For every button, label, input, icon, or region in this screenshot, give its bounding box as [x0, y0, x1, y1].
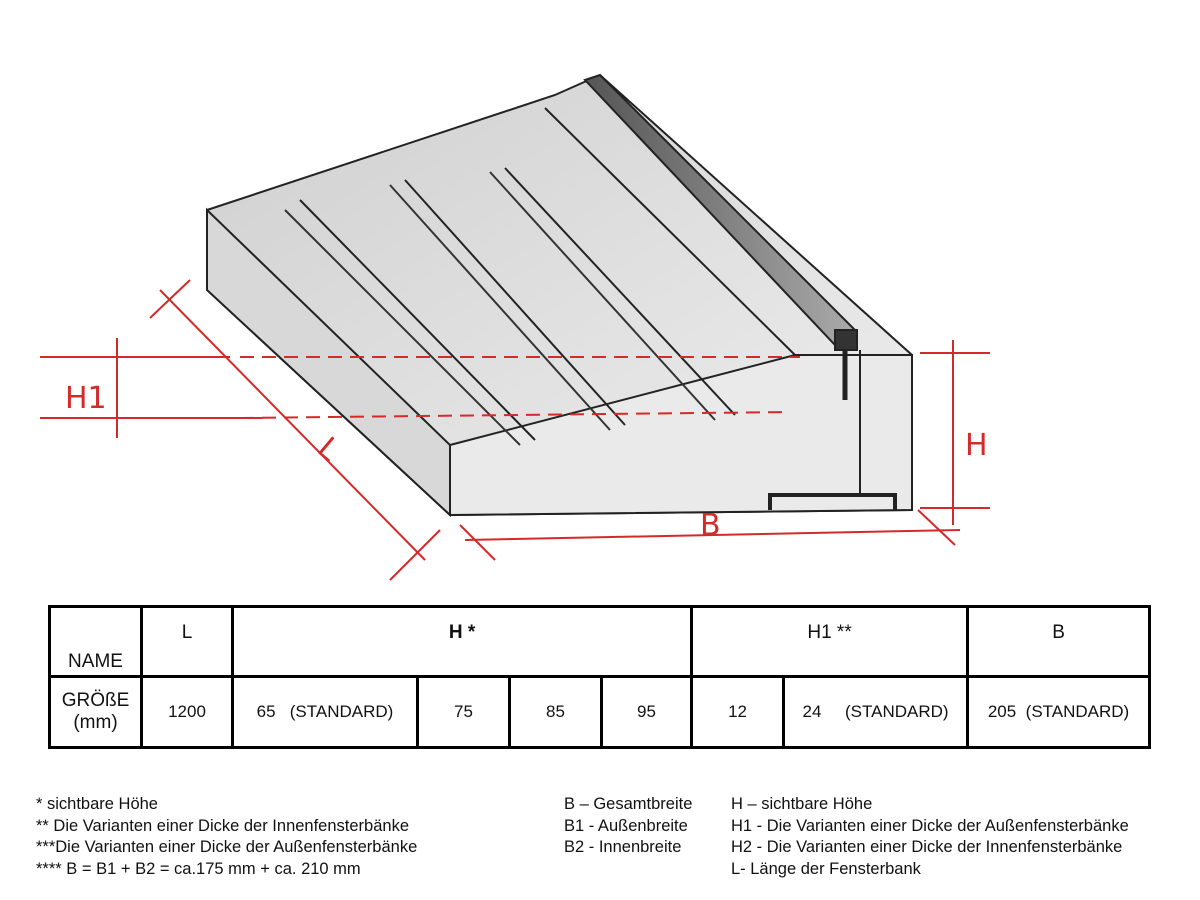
size-table: NAME L H * H1 ** B GRÖßE(mm) 1200 65 (ST…: [48, 605, 1152, 749]
table-row: GRÖßE(mm) 1200 65 (STANDARD) 75 85 95 12…: [48, 675, 1152, 749]
legend-left: B – Gesamtbreite B1 - Außenbreite B2 - I…: [564, 794, 692, 859]
footnote: **** B = B1 + B2 = ca.175 mm + ca. 210 m…: [36, 859, 361, 878]
header-h: H *: [230, 605, 694, 678]
legend-item: B2 - Innenbreite: [564, 838, 682, 856]
cell-b: 205 (STANDARD): [966, 675, 1152, 749]
cell-h1-12: 12: [690, 675, 786, 749]
header-l: L: [140, 605, 234, 678]
cell-h-85: 85: [508, 675, 603, 749]
table-header-row: NAME L H * H1 ** B: [48, 605, 1152, 678]
legend-item: H – sichtbare Höhe: [731, 795, 873, 813]
row-label-line2: (mm): [73, 712, 118, 733]
window-sill-sketch: H1 L B H: [40, 73, 990, 581]
header-b: B: [966, 605, 1152, 678]
footnote: * sichtbare Höhe: [36, 795, 158, 813]
cell-l: 1200: [140, 675, 234, 749]
legend-item: L- Länge der Fensterbank: [731, 859, 921, 878]
row-label: GRÖßE(mm): [48, 675, 143, 749]
legend-item: H1 - Die Varianten einer Dicke der Außen…: [731, 816, 1129, 835]
sill-body: [206, 73, 913, 518]
footnote: ** Die Varianten einer Dicke der Innenfe…: [36, 816, 409, 835]
legend-right: H – sichtbare Höhe H1 - Die Varianten ei…: [731, 794, 1129, 880]
row-label-line1: GRÖßE: [61, 690, 130, 711]
legend-item: H2 - Die Varianten einer Dicke der Innen…: [731, 838, 1123, 856]
footnotes: * sichtbare Höhe ** Die Varianten einer …: [36, 794, 417, 880]
label-b: B: [700, 508, 721, 543]
footnote: ***Die Varianten einer Dicke der Außenfe…: [36, 838, 418, 856]
label-h: H: [965, 428, 988, 463]
header-name: NAME: [48, 605, 143, 678]
cell-h-75: 75: [416, 675, 511, 749]
cell-h1-24: 24 (STANDARD): [782, 675, 970, 749]
cell-h-95: 95: [599, 675, 694, 749]
legend-item: B – Gesamtbreite: [564, 795, 693, 813]
header-h1: H1 **: [690, 605, 970, 678]
label-h1: H1: [65, 381, 107, 416]
cell-h-65: 65 (STANDARD): [231, 675, 419, 749]
legend-item: B1 - Außenbreite: [564, 816, 688, 835]
dimension-lines: [40, 279, 990, 581]
